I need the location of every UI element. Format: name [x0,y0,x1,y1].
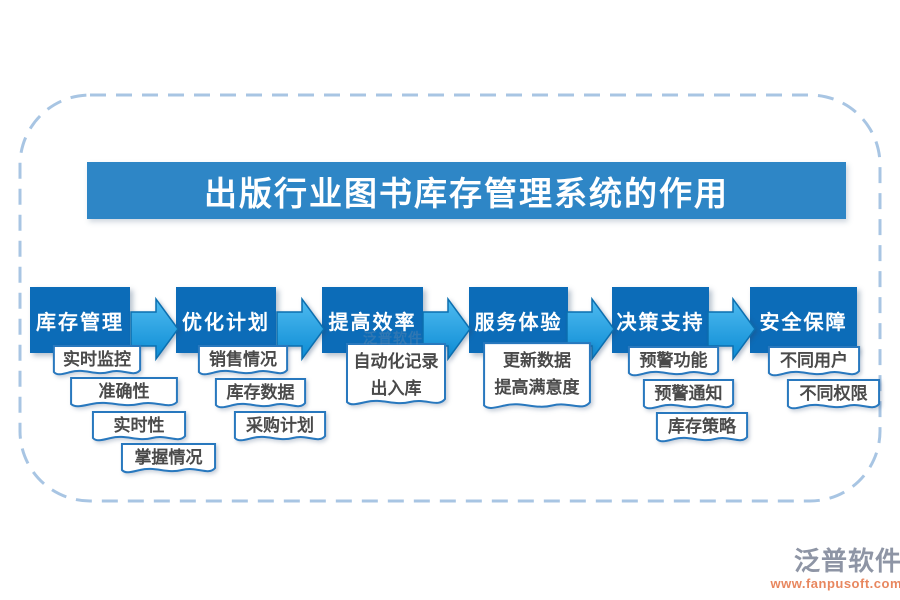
feature-tag: 销售情况 [198,345,288,379]
wave-banner-shape [643,379,734,413]
step-title: 提高效率 [328,311,417,334]
step-title: 优化计划 [182,311,270,334]
feature-tag: 准确性 [70,377,178,411]
tag-label: 库存数据 [226,383,295,402]
tag-label: 不同权限 [799,384,868,403]
wave-banner-shape [198,345,288,379]
feature-tag: 预警功能 [628,346,719,380]
wave-banner-shape [234,411,326,445]
step-box-inventory-management: 库存管理 [30,287,130,353]
feature-tag: 不同用户 [768,346,860,380]
feature-tag: 实时性 [92,411,186,445]
tag-label: 实时监控 [63,350,131,369]
watermark-text: 泛普软件 [363,330,423,346]
feature-tag: 掌握情况 [121,443,216,477]
step-box-service-experience: 服务体验 [469,287,568,353]
step-box-security: 安全保障 [750,287,857,353]
tag-label: 预警通知 [654,384,723,403]
feature-tag: 预警通知 [643,379,734,413]
tag-label: 实时性 [113,416,165,435]
title-banner: 出版行业图书库存管理系统的作用 [87,162,846,219]
brand-name: 泛普软件 [794,546,900,576]
feature-tag: 实时监控 [53,345,141,379]
feature-tag: 自动化记录 出入库 [346,343,446,409]
wave-banner-shape [121,443,216,477]
step-title: 服务体验 [474,311,563,334]
feature-tag: 库存策略 [656,412,748,446]
wave-banner-shape [656,412,748,446]
feature-tag: 不同权限 [787,379,880,413]
step-box-decision-support: 决策支持 [612,287,709,353]
wave-banner-shape [787,379,880,413]
feature-tag: 库存数据 [215,378,306,412]
wave-banner-shape [768,346,860,380]
fanpu-logo: 泛普软件 www.fanpusoft.com [752,547,900,591]
wave-banner-shape [628,346,719,380]
wave-banner-shape [215,378,306,412]
wave-banner-shape [92,411,186,445]
diagram-title: 出版行业图书库存管理系统的作用 [204,174,729,212]
tag-label: 不同用户 [780,351,848,370]
tag-label: 更新数据 [503,351,571,370]
tag-label: 提高满意度 [494,378,580,397]
step-title: 决策支持 [616,311,705,334]
tag-label: 预警功能 [639,351,708,370]
tag-label: 销售情况 [209,350,277,369]
tag-label: 自动化记录 [353,352,439,371]
tag-label: 准确性 [98,382,150,401]
wave-banner-shape [70,377,178,411]
feature-tag: 更新数据 提高满意度 [483,342,591,413]
tag-label: 出入库 [370,379,422,398]
tag-label: 掌握情况 [134,448,203,467]
step-title: 库存管理 [36,311,124,334]
wave-banner-shape [346,343,446,409]
step-box-efficiency: 提高效率 [322,287,423,353]
wave-banner-shape [483,342,591,413]
feature-tag: 采购计划 [234,411,326,445]
tag-label: 库存策略 [668,417,736,436]
step-title: 安全保障 [759,311,848,334]
wave-banner-shape [53,345,141,379]
tag-label: 采购计划 [246,416,314,435]
brand-url: www.fanpusoft.com [770,576,900,591]
step-box-optimization-plan: 优化计划 [176,287,276,353]
